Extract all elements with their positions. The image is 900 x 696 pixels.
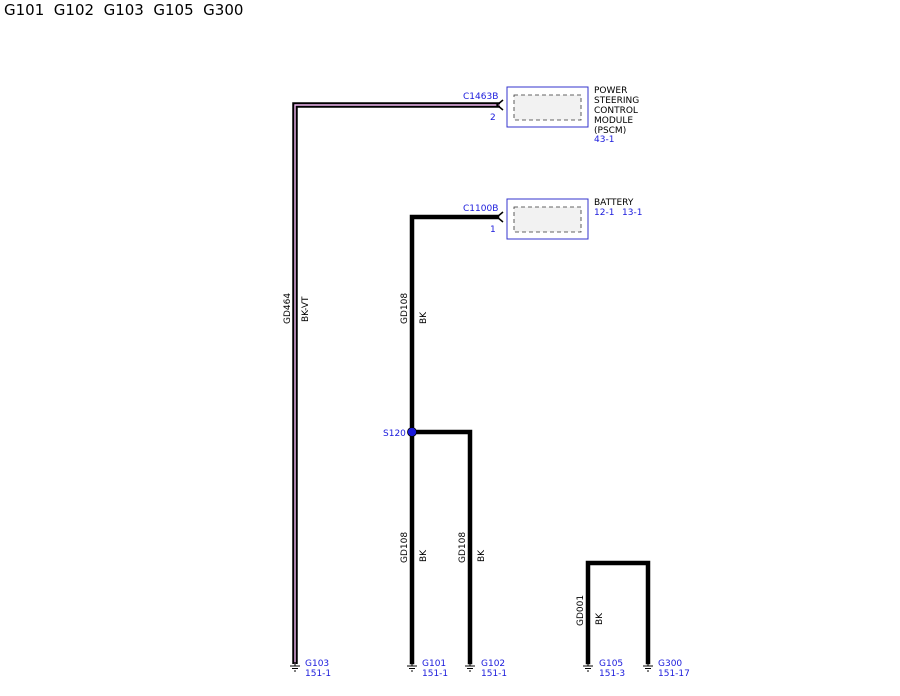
ground-symbol-g300 [643, 662, 653, 672]
pscm-connector[interactable] [506, 86, 589, 128]
ground-symbol-g102 [465, 662, 475, 672]
battery-ref-1[interactable]: 12-1 [594, 208, 614, 218]
splice-s120-label: S120 [383, 429, 406, 439]
wire-gd108-lower-right-circuit: GD108 [458, 532, 468, 563]
ground-g105-name: G105 [599, 659, 623, 669]
wire-gd108-lower-left-color: BK [419, 549, 429, 562]
wire-gd108-upper-color: BK [419, 311, 429, 324]
wire-gd108-lower-right-color: BK [477, 549, 487, 562]
pscm-pin-number: 2 [490, 113, 496, 123]
wire-gd001-circuit: GD001 [576, 595, 586, 626]
wire-gd108-upper-circuit: GD108 [400, 293, 410, 324]
wire-gd108-lower-right[interactable] [409, 429, 473, 665]
wire-gd001[interactable] [585, 560, 651, 665]
pscm-name-line-4: MODULE [594, 116, 633, 126]
wire-gd464-circuit: GD464 [283, 293, 293, 324]
ground-g300-name: G300 [658, 659, 682, 669]
wire-gd464[interactable] [292, 102, 500, 664]
ground-g103-name: G103 [305, 659, 329, 669]
battery-ref-2[interactable]: 13-1 [622, 208, 642, 218]
wire-gd108-upper[interactable] [409, 214, 500, 435]
ground-g102-ref[interactable]: 151-1 [481, 669, 507, 679]
wire-gd108-lower-left-circuit: GD108 [400, 532, 410, 563]
ground-g105-ref[interactable]: 151-3 [599, 669, 625, 679]
page-title: G101 G102 G103 G105 G300 [4, 1, 244, 19]
ground-symbol-g101 [407, 662, 417, 672]
ground-symbol-g103 [290, 662, 300, 672]
pscm-name-line-1: POWER [594, 86, 627, 96]
splice-s120-dot[interactable] [407, 427, 417, 437]
battery-pin-number: 1 [490, 225, 496, 235]
battery-connector[interactable] [506, 198, 589, 240]
battery-connector-id: C1100B [463, 204, 498, 214]
wire-gd001-color: BK [595, 612, 605, 625]
pscm-ref[interactable]: 43-1 [594, 135, 614, 145]
ground-g101-name: G101 [422, 659, 446, 669]
ground-symbol-g105 [583, 662, 593, 672]
pscm-pin-arrow [495, 99, 504, 111]
battery-name: BATTERY [594, 198, 634, 208]
ground-g101-ref[interactable]: 151-1 [422, 669, 448, 679]
pscm-name-line-3: CONTROL [594, 106, 638, 116]
ground-g300-ref[interactable]: 151-17 [658, 669, 690, 679]
wire-gd464-color: BK-VT [301, 296, 311, 322]
ground-g102-name: G102 [481, 659, 505, 669]
pscm-name-line-2: STEERING [594, 96, 639, 106]
ground-g103-ref[interactable]: 151-1 [305, 669, 331, 679]
pscm-connector-id: C1463B [463, 92, 498, 102]
pscm-name-line-5: (PSCM) [594, 126, 626, 136]
